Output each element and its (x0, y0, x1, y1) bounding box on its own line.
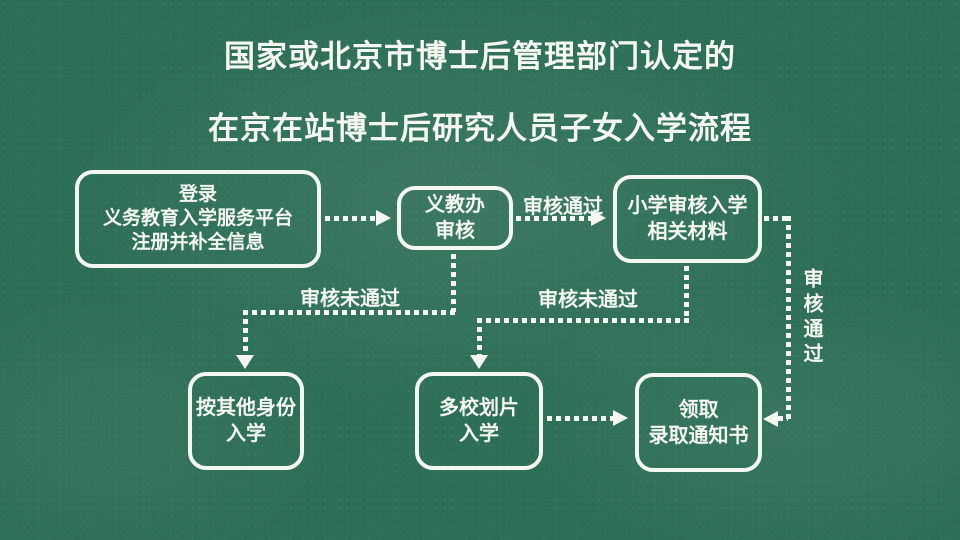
connector-school-fail-drop (477, 318, 482, 356)
connector-school-pass-down (786, 216, 791, 421)
edge-label-review-passed-vertical: 审核通过 (800, 268, 822, 368)
title-line-1: 国家或北京市博士后管理部门认定的 (224, 39, 736, 74)
node-office-review-line-1: 义教办 (425, 194, 485, 216)
node-school-review-line-1: 小学审核入学 (627, 195, 748, 217)
connector-office-to-school (516, 216, 592, 221)
edge-label-review-failed-1: 审核未通过 (300, 288, 400, 310)
connector-school-pass-out (764, 216, 791, 221)
connector-office-fail-drop (243, 310, 248, 356)
edge-label-review-passed: 审核通过 (523, 196, 603, 218)
arrowhead-office-to-school (591, 210, 606, 226)
node-other-identity: 按其他身份 入学 (188, 372, 304, 470)
node-multi-school: 多校划片 入学 (415, 372, 543, 470)
arrowhead-office-to-other-identity (236, 355, 254, 369)
connector-login-to-office (325, 216, 377, 221)
diagram-title: 国家或北京市博士后管理部门认定的 在京在站博士后研究人员子女入学流程 (0, 31, 960, 148)
connector-school-fail-across (477, 318, 689, 323)
arrowhead-school-to-multi-school (470, 355, 488, 369)
node-office-review-line-2: 审核 (435, 220, 475, 242)
node-office-review: 义教办 审核 (397, 186, 513, 250)
node-multi-school-line-1: 多校划片 (439, 397, 519, 419)
node-school-review: 小学审核入学 相关材料 (613, 175, 762, 263)
node-admission-notice-line-2: 录取通知书 (648, 424, 749, 447)
node-login-platform: 登录 义务教育入学服务平台 注册并补全信息 (75, 170, 321, 268)
title-line-2: 在京在站博士后研究人员子女入学流程 (208, 111, 752, 146)
node-other-identity-line-2: 入学 (226, 423, 266, 445)
node-admission-notice-line-1: 领取 (678, 398, 719, 421)
arrowhead-login-to-office (376, 210, 391, 226)
node-login-line-3: 注册并补全信息 (131, 232, 265, 253)
connector-school-fail-down (684, 266, 689, 320)
connector-office-fail-across (243, 310, 456, 315)
arrowhead-school-to-admission-notice (763, 411, 778, 427)
connector-multi-school-to-notice (547, 416, 613, 421)
connector-office-fail-down (451, 254, 456, 312)
node-admission-notice: 领取 录取通知书 (635, 373, 762, 472)
node-login-line-2: 义务教育入学服务平台 (102, 208, 293, 229)
edge-label-review-failed-2: 审核未通过 (538, 289, 638, 311)
connector-school-pass-in (778, 416, 788, 421)
node-login-line-1: 登录 (178, 184, 217, 205)
node-school-review-line-2: 相关材料 (647, 221, 728, 243)
node-other-identity-line-1: 按其他身份 (196, 397, 296, 419)
node-multi-school-line-2: 入学 (459, 423, 499, 445)
arrowhead-multi-school-to-notice (613, 410, 628, 426)
